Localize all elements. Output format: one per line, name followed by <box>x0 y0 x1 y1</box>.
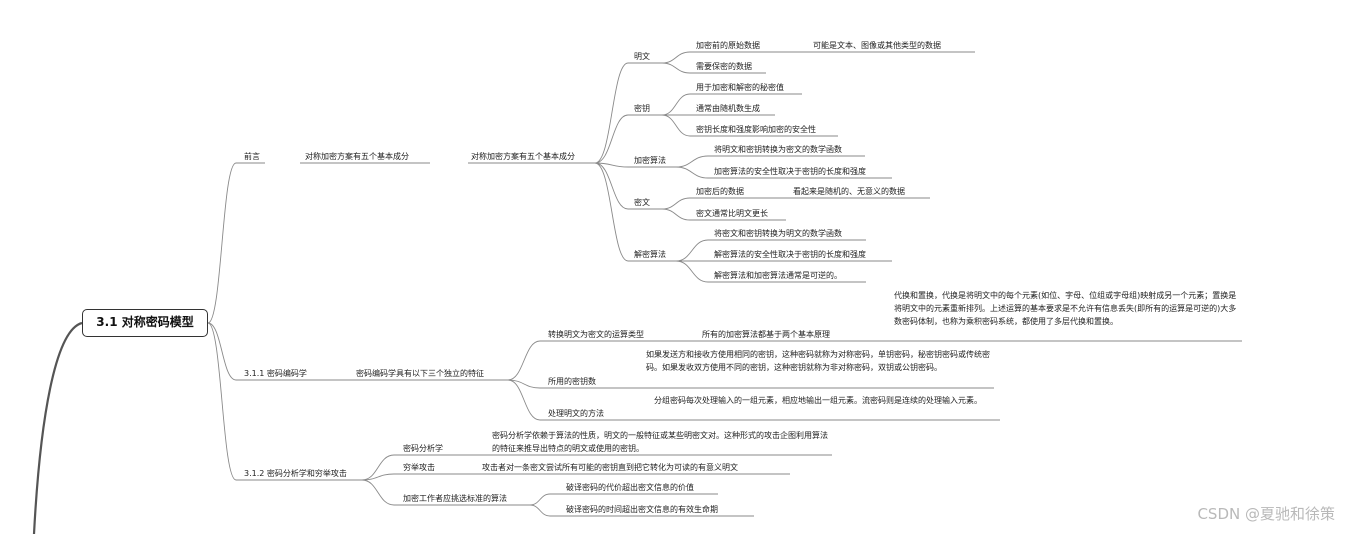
root-topic[interactable]: 3.1 对称密码模型 <box>82 309 208 337</box>
feature-operation-text[interactable]: 所有的加密算法都基于两个基本原理 <box>702 330 830 339</box>
feature-processing-method[interactable]: 处理明文的方法 <box>548 409 604 418</box>
standard-algorithm-sub[interactable]: 破译密码的代价超出密文信息的价值 <box>566 483 694 492</box>
standard-algorithm-sub[interactable]: 破译密码的时间超出密文信息的有效生命期 <box>566 505 718 514</box>
cryptanalysis-text[interactable]: 密码分析学依赖于算法的性质，明文的一般特征或某些明密文对。这种形式的攻击企图利用… <box>492 431 828 453</box>
encryption-item[interactable]: 将明文和密钥转换为密文的数学函数 <box>714 145 842 154</box>
encryption-item[interactable]: 加密算法的安全性取决于密钥的长度和强度 <box>714 167 866 176</box>
decryption-item[interactable]: 解密算法的安全性取决于密钥的长度和强度 <box>714 250 866 259</box>
section-311-node[interactable]: 3.1.1 密码编码学 <box>244 369 307 378</box>
brute-force-text[interactable]: 攻击者对一条密文尝试所有可能的密钥直到把它转化为可读的有意义明文 <box>482 463 738 472</box>
ciphertext-item[interactable]: 密文通常比明文更长 <box>696 209 768 218</box>
ciphertext-note[interactable]: 看起来是随机的、无意义的数据 <box>793 187 905 196</box>
feature-key-count[interactable]: 所用的密钥数 <box>548 377 596 386</box>
key-item[interactable]: 用于加密和解密的秘密值 <box>696 83 784 92</box>
plaintext-item[interactable]: 加密前的原始数据 <box>696 41 760 50</box>
brute-force-node[interactable]: 穷举攻击 <box>403 463 435 472</box>
decryption-item[interactable]: 解密算法和加密算法通常是可逆的。 <box>714 271 842 280</box>
section-311-subnode[interactable]: 密码编码学具有以下三个独立的特征 <box>356 369 484 378</box>
component-key[interactable]: 密钥 <box>634 104 650 113</box>
key-item[interactable]: 密钥长度和强度影响加密的安全性 <box>696 125 816 134</box>
preface-components-node[interactable]: 对称加密方案有五个基本成分 <box>471 152 575 161</box>
plaintext-note[interactable]: 可能是文本、图像或其他类型的数据 <box>813 41 941 50</box>
feature-operation-type[interactable]: 转换明文为密文的运算类型 <box>548 330 644 339</box>
feature-key-count-text[interactable]: 如果发送方和接收方使用相同的密钥，这种密码就称为对称密码，单钥密码，秘密钥密码或… <box>646 350 990 372</box>
cryptanalysis-node[interactable]: 密码分析学 <box>403 444 443 453</box>
ciphertext-item[interactable]: 加密后的数据 <box>696 187 744 196</box>
preface-subnode[interactable]: 对称加密方案有五个基本成分 <box>305 152 409 161</box>
component-ciphertext[interactable]: 密文 <box>634 198 650 207</box>
standard-algorithm-node[interactable]: 加密工作者应挑选标准的算法 <box>403 494 507 503</box>
component-plaintext[interactable]: 明文 <box>634 52 650 61</box>
decryption-item[interactable]: 将密文和密钥转换为明文的数学函数 <box>714 229 842 238</box>
section-312-node[interactable]: 3.1.2 密码分析学和穷举攻击 <box>244 469 347 478</box>
feature-operation-detail[interactable]: 代换和置换，代换是将明文中的每个元素(如位、字母、位组或字母组)映射成另一个元素… <box>894 291 1237 326</box>
key-item[interactable]: 通常由随机数生成 <box>696 104 760 113</box>
plaintext-item[interactable]: 需要保密的数据 <box>696 62 752 71</box>
component-encryption-algorithm[interactable]: 加密算法 <box>634 156 666 165</box>
component-decryption-algorithm[interactable]: 解密算法 <box>634 250 666 259</box>
preface-node[interactable]: 前言 <box>244 152 260 161</box>
watermark: CSDN @夏驰和徐策 <box>1197 505 1335 523</box>
feature-processing-text[interactable]: 分组密码每次处理输入的一组元素，相应地输出一组元素。流密码则是连续的处理输入元素… <box>654 396 982 405</box>
